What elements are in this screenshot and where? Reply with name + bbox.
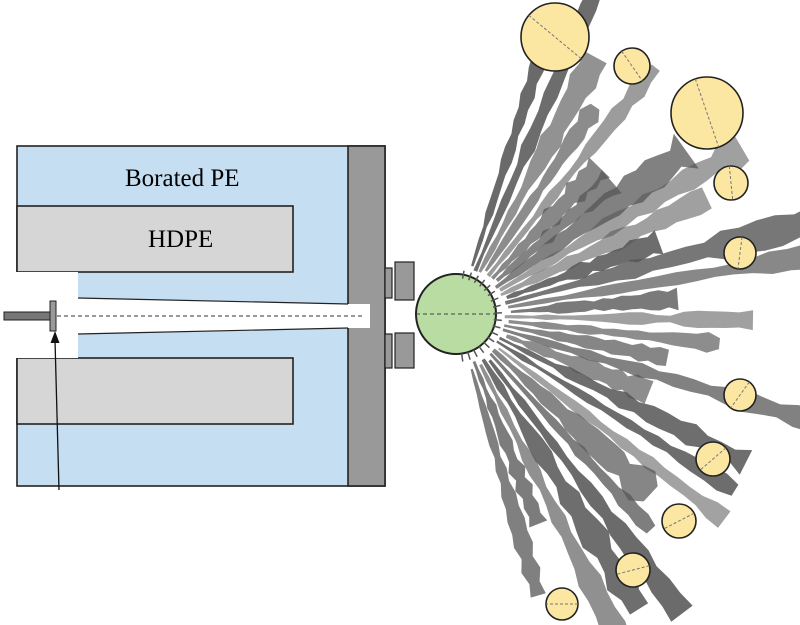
neutron-spray-ray (484, 103, 600, 272)
detector-array (520, 2, 757, 621)
collimator-plates (384, 261, 415, 369)
generator-head (49, 300, 57, 332)
target-rim-tick (472, 349, 478, 358)
target-rim-tick (487, 290, 496, 297)
detector (545, 587, 579, 621)
generator-rod (3, 311, 51, 321)
target-rim-tick (490, 297, 499, 302)
target-rim-tick (483, 341, 490, 349)
detector (695, 441, 731, 477)
detector-diameter-line (699, 447, 727, 471)
detector (615, 552, 651, 588)
neutron-spray-ray (491, 157, 610, 280)
source-pointer-line (54, 339, 60, 491)
neutron-spray-ray (494, 133, 699, 289)
scattering-target (415, 270, 502, 362)
neutron-spray-ray (502, 328, 800, 430)
neutron-spray-ray (504, 310, 754, 331)
neutron-spray-ray (510, 287, 679, 314)
borated-pe-label: Borated PE (125, 165, 240, 192)
neutron-spray-ray (504, 324, 669, 366)
beam-channel-edge-bottom (77, 327, 349, 335)
detector-diameter-line (737, 237, 743, 269)
detector (613, 47, 651, 85)
scattered-neutron-spray (470, 0, 800, 625)
neutron-spray-ray (506, 230, 664, 299)
detector-diameter-line (694, 78, 720, 148)
target-rim-tick (487, 336, 495, 343)
neutron-spray-ray (471, 28, 555, 267)
detector (520, 2, 590, 72)
detector-diameter-line (663, 512, 695, 530)
target-rim-tick (478, 345, 485, 354)
detector-diameter-line (621, 50, 643, 82)
target-rim-tick (473, 275, 479, 284)
beam-channel (8, 272, 370, 358)
target-rim-tick (466, 351, 471, 360)
collimator-block-upper (394, 261, 415, 301)
detector (661, 503, 697, 539)
neutron-spray-ray (507, 245, 800, 309)
collimator-block-lower (394, 332, 415, 369)
neutron-spray-ray (495, 170, 622, 282)
neutron-spray-ray (508, 319, 720, 353)
detector-body (520, 2, 590, 72)
neutron-spray-ray (498, 336, 753, 475)
target-rim-tick (492, 304, 501, 308)
target-scatter-rays (460, 270, 502, 362)
neutron-spray-ray (481, 358, 649, 615)
target-rim-tick (490, 331, 499, 336)
neutron-spray-ray (496, 340, 739, 496)
detector (670, 76, 744, 150)
neutron-spray-ray (491, 348, 658, 502)
hdpe-label: HDPE (148, 226, 213, 253)
target-rim-tick (461, 270, 465, 279)
detector-diameter-line (616, 565, 650, 575)
detector (723, 236, 757, 270)
target-rim-tick (460, 353, 464, 362)
collimator-thin-plate-upper (384, 267, 393, 299)
neutron-spray-ray (472, 361, 548, 528)
neutron-spray-ray (470, 368, 546, 598)
detector-body (613, 47, 651, 85)
neutron-spray-ray (499, 135, 750, 292)
moderator-assembly: Borated PE HDPE (3, 145, 386, 491)
detector-diameter-line (728, 166, 734, 200)
target-rim-tick (493, 312, 502, 315)
target-rim-tick (493, 318, 502, 322)
beam-channel-edge-top (77, 297, 349, 305)
hdpe-upper-block (16, 205, 294, 273)
detector-diameter-line (730, 381, 750, 409)
neutron-spray-ray (478, 51, 607, 273)
neutron-spray-ray (479, 363, 627, 625)
target-rim-tick (467, 272, 473, 281)
neutron-spray-ray (500, 187, 712, 296)
hdpe-lower-block (16, 357, 294, 425)
neutron-spray-ray (505, 334, 654, 404)
source-pointer-arrowhead (50, 331, 60, 343)
neutron-spray-ray (489, 352, 656, 534)
neutron-spray-ray (498, 347, 731, 528)
target-rim-tick (479, 279, 486, 287)
detector-diameter-line (528, 14, 582, 60)
detector (723, 378, 757, 412)
neutron-spray-ray (486, 64, 660, 278)
target-rim-tick (483, 284, 491, 292)
collimator-thin-plate-lower (384, 333, 393, 369)
target-rim-tick (492, 325, 501, 329)
detector (713, 165, 749, 201)
neutron-spray-ray (504, 211, 800, 305)
